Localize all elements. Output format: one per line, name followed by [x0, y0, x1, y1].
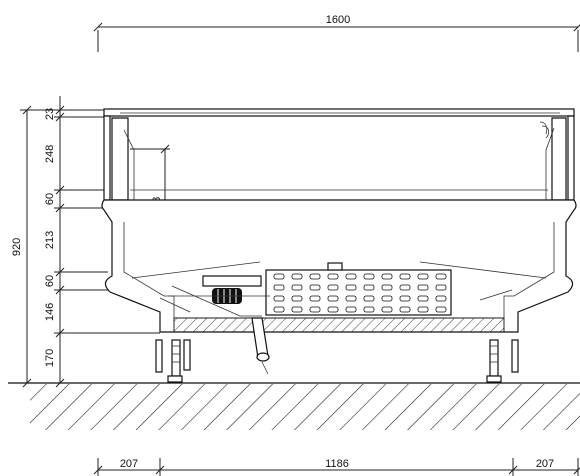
left-legs	[155, 339, 191, 383]
fan-unit	[168, 275, 270, 317]
dim-170: 170	[44, 349, 56, 367]
drain-pipe	[251, 317, 270, 375]
dim-248: 248	[44, 145, 56, 163]
vertical-dimension-chain: 23 248 60 213 60 146 170	[44, 96, 160, 388]
overall-height-label: 920	[11, 238, 23, 256]
overall-height-dimension: 920	[11, 105, 110, 388]
floor	[8, 382, 580, 430]
overall-width-label: 1600	[326, 14, 350, 26]
dim-213: 213	[44, 231, 56, 249]
overall-width-dimension: 1600	[93, 14, 580, 52]
evaporator-coil	[265, 262, 452, 316]
dim-146: 146	[44, 303, 56, 321]
bottom-center-label: 1186	[325, 458, 349, 470]
dim-60-upper: 60	[44, 193, 56, 205]
bottom-right-label: 207	[536, 458, 554, 470]
dim-23: 23	[44, 108, 56, 120]
bottom-left-label: 207	[120, 458, 138, 470]
dim-60-lower: 60	[44, 275, 56, 287]
bottom-dimension-chain: 207 1186 207	[93, 458, 580, 476]
right-legs	[486, 339, 519, 383]
